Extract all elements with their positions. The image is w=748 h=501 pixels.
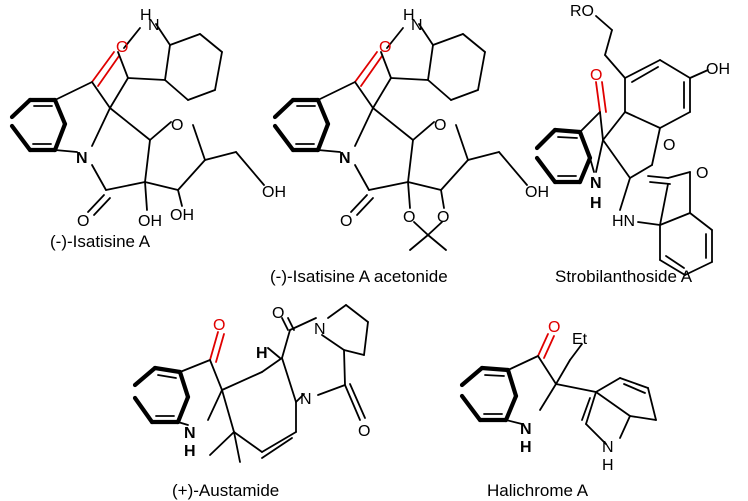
atom-o: O [437, 209, 449, 226]
atom-n: N [602, 439, 614, 456]
compound-austamide: O H O N N O N H (+)-Austamide [132, 304, 370, 500]
atom-o-keto: O [379, 39, 391, 56]
atom-oh: OH [170, 207, 194, 224]
atom-hn: HN [612, 213, 635, 230]
atom-o-keto: O [213, 317, 225, 334]
compound-halichrome-a: O Et N H N H Halichrome A [459, 319, 657, 500]
atom-h: H [602, 457, 614, 474]
atom-o-ring: O [434, 117, 446, 134]
compound-isatisine-a-acetonide: H N O N O O OH O O (-)-Isatisine A aceto… [270, 7, 549, 286]
compound-strobilanthoside-a: RO OH O O O N H HN Strobilanthoside A [534, 3, 730, 286]
atom-h: H [403, 7, 415, 24]
atom-o-amide: O [340, 213, 352, 230]
atom-o-amide: O [77, 213, 89, 230]
atom-n: N [590, 175, 602, 192]
atom-o-keto: O [590, 67, 602, 84]
atom-n: N [520, 421, 532, 438]
atom-h: H [590, 195, 602, 212]
atom-o: O [403, 209, 415, 226]
compound-name: (-)-Isatisine A acetonide [270, 267, 448, 286]
atom-n: N [300, 391, 312, 408]
atom-n-ring: N [76, 150, 88, 167]
compound-name: (-)-Isatisine A [50, 232, 151, 251]
compound-name: Halichrome A [487, 481, 589, 500]
compound-isatisine-a: H N O N O O OH OH OH (-)-Isatisine A [9, 7, 286, 251]
compound-name: (+)-Austamide [172, 481, 279, 500]
atom-n: N [411, 17, 423, 34]
atom-oh: OH [706, 61, 730, 78]
atom-oh: OH [525, 184, 549, 201]
atom-oh: OH [138, 213, 162, 230]
atom-n: N [148, 17, 160, 34]
atom-h: H [256, 345, 268, 362]
atom-n: N [184, 425, 196, 442]
atom-o-keto: O [696, 165, 708, 182]
atom-n: N [314, 321, 326, 338]
atom-o: O [272, 305, 284, 322]
atom-o-ring: O [171, 117, 183, 134]
atom-o-keto: O [548, 319, 560, 336]
compound-name: Strobilanthoside A [555, 267, 693, 286]
atom-oh: OH [262, 184, 286, 201]
atom-n-ring: N [339, 150, 351, 167]
atom-h: H [140, 7, 152, 24]
atom-et: Et [572, 331, 588, 348]
atom-ro: RO [570, 3, 594, 20]
atom-h: H [184, 443, 196, 460]
atom-o: O [358, 423, 370, 440]
atom-o-keto: O [116, 39, 128, 56]
atom-o-ring: O [663, 137, 675, 154]
atom-h: H [520, 439, 532, 456]
